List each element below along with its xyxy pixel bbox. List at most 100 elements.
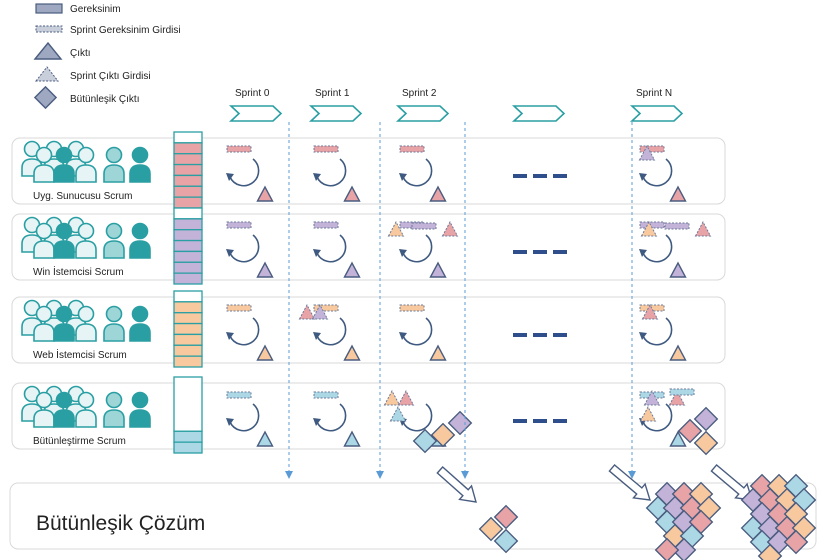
team-row-2: Web İstemcisi Scrum	[11, 290, 726, 368]
sprint-2: Sprint 2	[395, 88, 450, 122]
team-members	[21, 216, 151, 259]
legend-requirement: Gereksinim	[35, 3, 121, 15]
output-icon	[343, 261, 361, 278]
team-member-icon	[129, 146, 151, 183]
backlog-item	[173, 207, 203, 220]
product-backlog	[173, 131, 203, 209]
backlog-item	[173, 301, 203, 314]
output-icon	[343, 430, 361, 447]
team-members	[21, 385, 151, 428]
legend: Gereksinim Sprint Gereksinim Girdisi Çık…	[33, 3, 181, 110]
team-member-icon	[21, 299, 43, 336]
sprint-1: Sprint 1	[308, 88, 363, 122]
backlog-item	[173, 218, 203, 231]
sprint-requirement-input-icon	[399, 304, 425, 312]
sprint-output-input-icon	[397, 389, 415, 406]
sprint-requirement-input-icon	[313, 221, 339, 229]
backlog-item	[173, 430, 203, 443]
solution-label: Bütünleşik Çözüm	[36, 512, 205, 535]
sprint-chevron-icon	[228, 105, 283, 122]
sprint-cycle-icon	[313, 403, 347, 432]
product-backlog	[173, 207, 203, 285]
team-row-0: Uyg. Sunucusu Scrum	[11, 131, 726, 209]
sprint-0: Sprint 0	[228, 88, 283, 122]
integrated-output-icon	[693, 406, 719, 432]
backlog-item	[173, 239, 203, 253]
integrated-output-icon	[478, 516, 504, 542]
legend-sprint-requirement-input: Sprint Gereksinim Girdisi	[35, 25, 181, 36]
sprint-cycle-icon	[226, 317, 260, 346]
ellipsis	[513, 419, 567, 423]
sprint-output-inputs	[383, 388, 719, 456]
sprint-requirement-input-icon	[411, 222, 437, 230]
team-member-icon	[103, 222, 125, 259]
sprint-cell	[639, 221, 687, 278]
sprint-4: Sprint N	[629, 88, 684, 122]
output-icon	[256, 261, 274, 278]
backlog-item	[173, 261, 203, 274]
sprint-header: Sprint 0 Sprint 1 Sprint 2 Sprint N	[228, 88, 684, 122]
sprint-chevron-icon	[511, 105, 566, 122]
team-row-1: Win İstemcisi Scrum	[11, 207, 726, 285]
legend-requirement-label: Gereksinim	[70, 4, 121, 15]
sprint-cell	[226, 221, 274, 278]
sprint-requirement-input-icon	[639, 145, 665, 153]
integrated-output-icon	[757, 543, 783, 560]
backlog-item	[173, 312, 203, 325]
sprint-requirement-input-icon	[313, 304, 339, 312]
sprint-cell	[313, 221, 361, 278]
team-member-icon	[33, 305, 55, 342]
team-member-icon	[75, 222, 97, 259]
sprint-output-input-icon	[639, 405, 657, 422]
integrated-output-icon	[693, 430, 719, 456]
backlog-item	[173, 250, 203, 263]
output-icon	[256, 430, 274, 447]
output-icon	[429, 344, 447, 361]
legend-integrated-output-label: Bütünleşik Çıktı	[70, 94, 139, 105]
sprint-output-input-icon	[389, 405, 407, 422]
integration-outputs	[436, 463, 817, 560]
team-member-icon	[75, 146, 97, 183]
sprint-output-input-icon	[298, 303, 316, 320]
backlog-item	[173, 163, 203, 177]
sprint-cycle-icon	[226, 403, 260, 432]
legend-output-label: Çıktı	[70, 48, 91, 59]
backlog-item	[173, 142, 203, 155]
backlog-item	[173, 174, 203, 187]
backlog-item	[173, 131, 203, 144]
sprint-output-input-icon	[34, 66, 60, 82]
team-member-icon	[129, 222, 151, 259]
integrated-output-icon	[430, 422, 456, 448]
team-member-icon	[103, 305, 125, 342]
backlog-item	[173, 376, 203, 432]
sprint-output-inputs	[387, 220, 712, 237]
product-backlog	[173, 290, 203, 368]
integrated-output-icon	[493, 504, 519, 530]
team-row-3: Bütünleştirme Scrum	[11, 376, 726, 456]
integration-arrow-icon	[436, 466, 477, 503]
sprint-requirement-input-icon	[664, 222, 690, 230]
sprint-requirement-input-icon	[313, 391, 339, 399]
output-icon	[343, 185, 361, 202]
sprint-cell	[226, 391, 274, 447]
sprint-chevron-icon	[308, 105, 363, 122]
team-member-icon	[75, 305, 97, 342]
backlog-item	[173, 185, 203, 198]
team-members	[21, 140, 151, 183]
requirement-icon	[35, 3, 63, 14]
backlog-item	[173, 355, 203, 368]
output-icon	[429, 185, 447, 202]
sprint-cycle-icon	[639, 234, 673, 263]
team-member-icon	[129, 391, 151, 428]
ellipsis	[513, 174, 567, 178]
sprint-requirement-input-icon	[226, 304, 252, 312]
output-icon	[343, 344, 361, 361]
integrated-output-icon	[677, 418, 703, 444]
backlog-item	[173, 229, 203, 242]
sprint-output-input-icon	[638, 144, 656, 161]
team-label: Bütünleştirme Scrum	[33, 436, 126, 447]
integrated-output-icon	[783, 529, 809, 555]
sprint-chevron-icon	[395, 105, 450, 122]
sprint-requirement-input-icon	[226, 221, 252, 229]
sprint-cell	[226, 304, 274, 361]
